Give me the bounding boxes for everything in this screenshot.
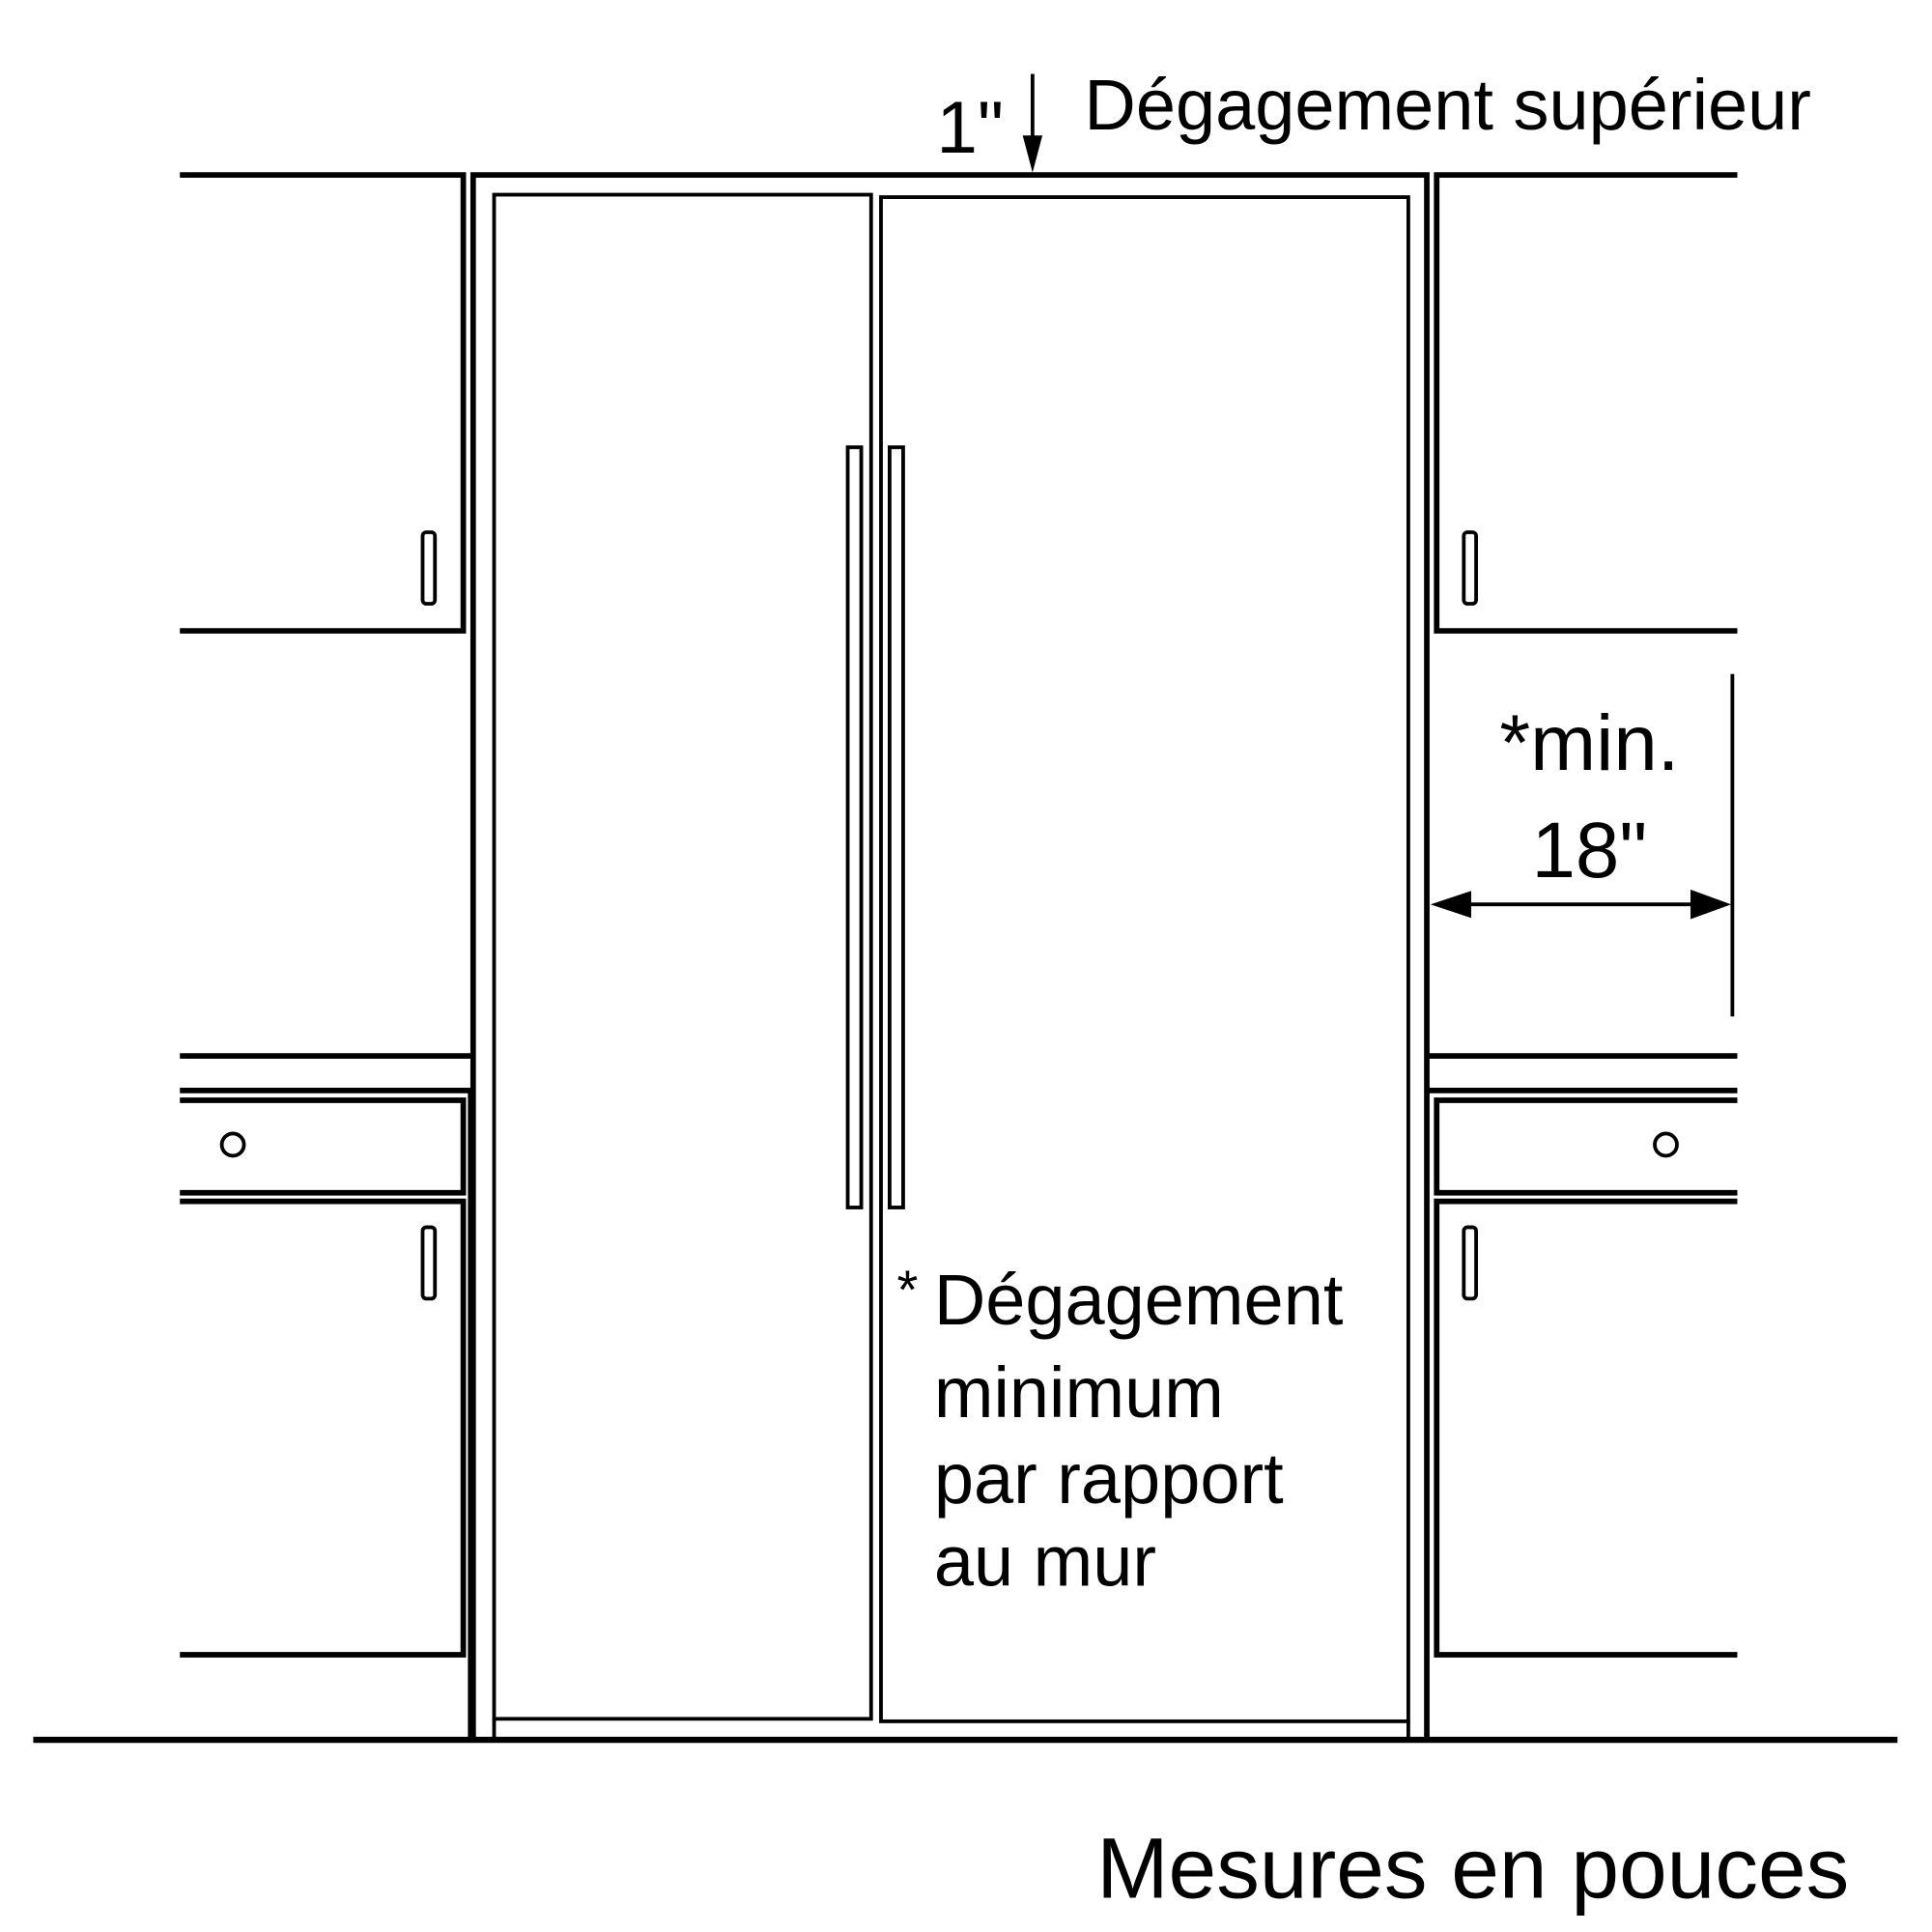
note-line-4: au mur bbox=[934, 1521, 1156, 1602]
side-min-label: *min. bbox=[1499, 699, 1679, 787]
right-lower-cabinets bbox=[1429, 1053, 1738, 1658]
note-line-1: Dégagement bbox=[934, 1260, 1344, 1340]
side-clearance-dimension bbox=[1430, 673, 1735, 1017]
note-line-2: minimum bbox=[934, 1352, 1224, 1433]
units-label: Mesures en pouces bbox=[1096, 1819, 1849, 1916]
cabinet-handle bbox=[1462, 530, 1478, 606]
cabinet-handle bbox=[1462, 1225, 1478, 1301]
left-door-handle bbox=[845, 445, 864, 1209]
left-door bbox=[492, 192, 873, 1721]
drawer-knob bbox=[219, 1131, 246, 1158]
cabinet-handle bbox=[420, 1225, 438, 1301]
right-upper-cabinet bbox=[1434, 172, 1738, 634]
side-min-value: 18" bbox=[1532, 807, 1648, 895]
left-lower-cabinets bbox=[180, 1053, 474, 1738]
cabinet-handle bbox=[420, 530, 438, 606]
note-line-3: par rapport bbox=[934, 1438, 1284, 1519]
top-clearance-value: 1" bbox=[936, 87, 1004, 169]
left-upper-cabinet bbox=[180, 172, 467, 634]
top-clearance-arrow bbox=[1022, 73, 1043, 173]
refrigerator bbox=[469, 172, 1430, 1738]
right-door bbox=[879, 195, 1410, 1723]
right-door-handle bbox=[888, 445, 905, 1209]
top-clearance-label: Dégagement supérieur bbox=[1084, 65, 1810, 145]
note-asterisk: * bbox=[897, 1260, 919, 1321]
drawer-knob bbox=[1653, 1131, 1679, 1158]
